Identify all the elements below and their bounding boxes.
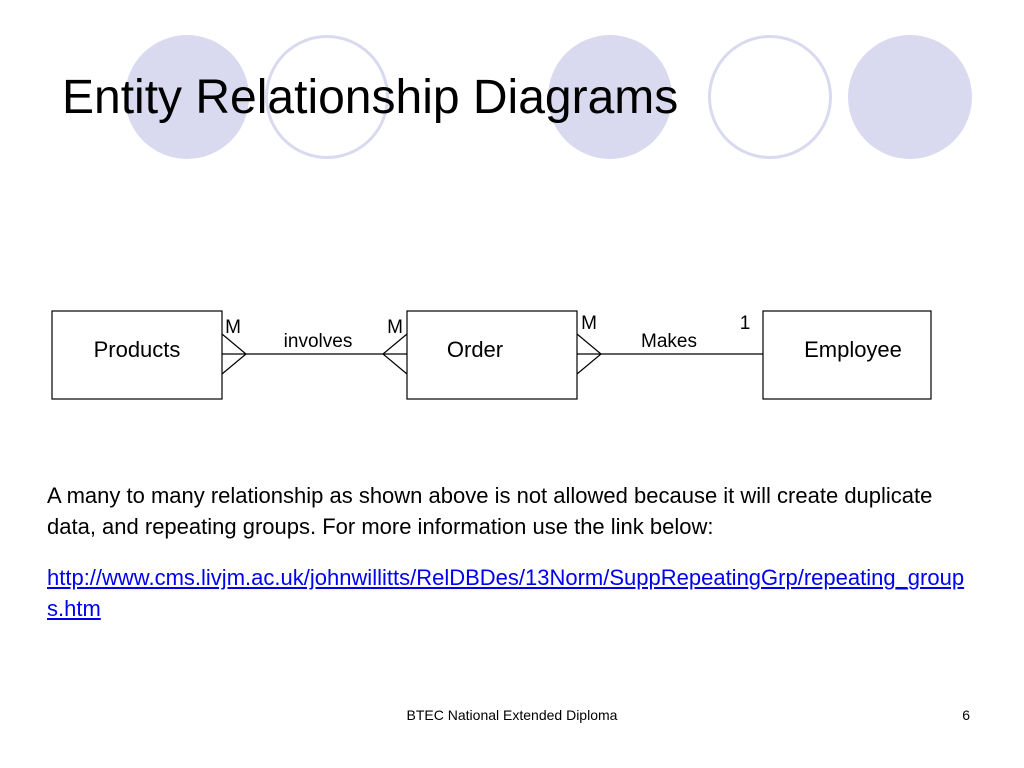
relationship-label-makes: Makes: [641, 331, 697, 352]
cardinality-order-involves: M: [387, 317, 403, 338]
description-text: A many to many relationship as shown abo…: [47, 483, 933, 539]
decor-circle-4: [708, 35, 832, 159]
entity-label-order: Order: [447, 337, 503, 362]
crows-foot-products: [221, 333, 247, 375]
decor-circle-3: [548, 35, 672, 159]
cardinality-order-makes: M: [581, 313, 597, 334]
entity-box-products: [51, 310, 223, 400]
decor-circle-1: [125, 35, 249, 159]
entity-label-products: Products: [94, 337, 181, 362]
crows-foot-order-left: [382, 333, 408, 375]
cardinality-products: M: [225, 317, 241, 338]
decor-circle-2: [265, 35, 389, 159]
cardinality-employee: 1: [740, 313, 751, 334]
entity-box-order: [406, 310, 578, 400]
footer-text: BTEC National Extended Diploma: [406, 707, 618, 723]
relationship-label-involves: involves: [284, 331, 353, 352]
repeating-groups-link[interactable]: http://www.cms.livjm.ac.uk/johnwillitts/…: [47, 565, 965, 621]
entity-box-employee: [762, 310, 932, 400]
decor-circle-5: [848, 35, 972, 159]
slide-title: Entity Relationship Diagrams: [62, 71, 679, 124]
entity-label-employee: Employee: [804, 337, 902, 362]
crows-foot-order-right: [576, 333, 602, 375]
slide-number: 6: [962, 707, 970, 723]
